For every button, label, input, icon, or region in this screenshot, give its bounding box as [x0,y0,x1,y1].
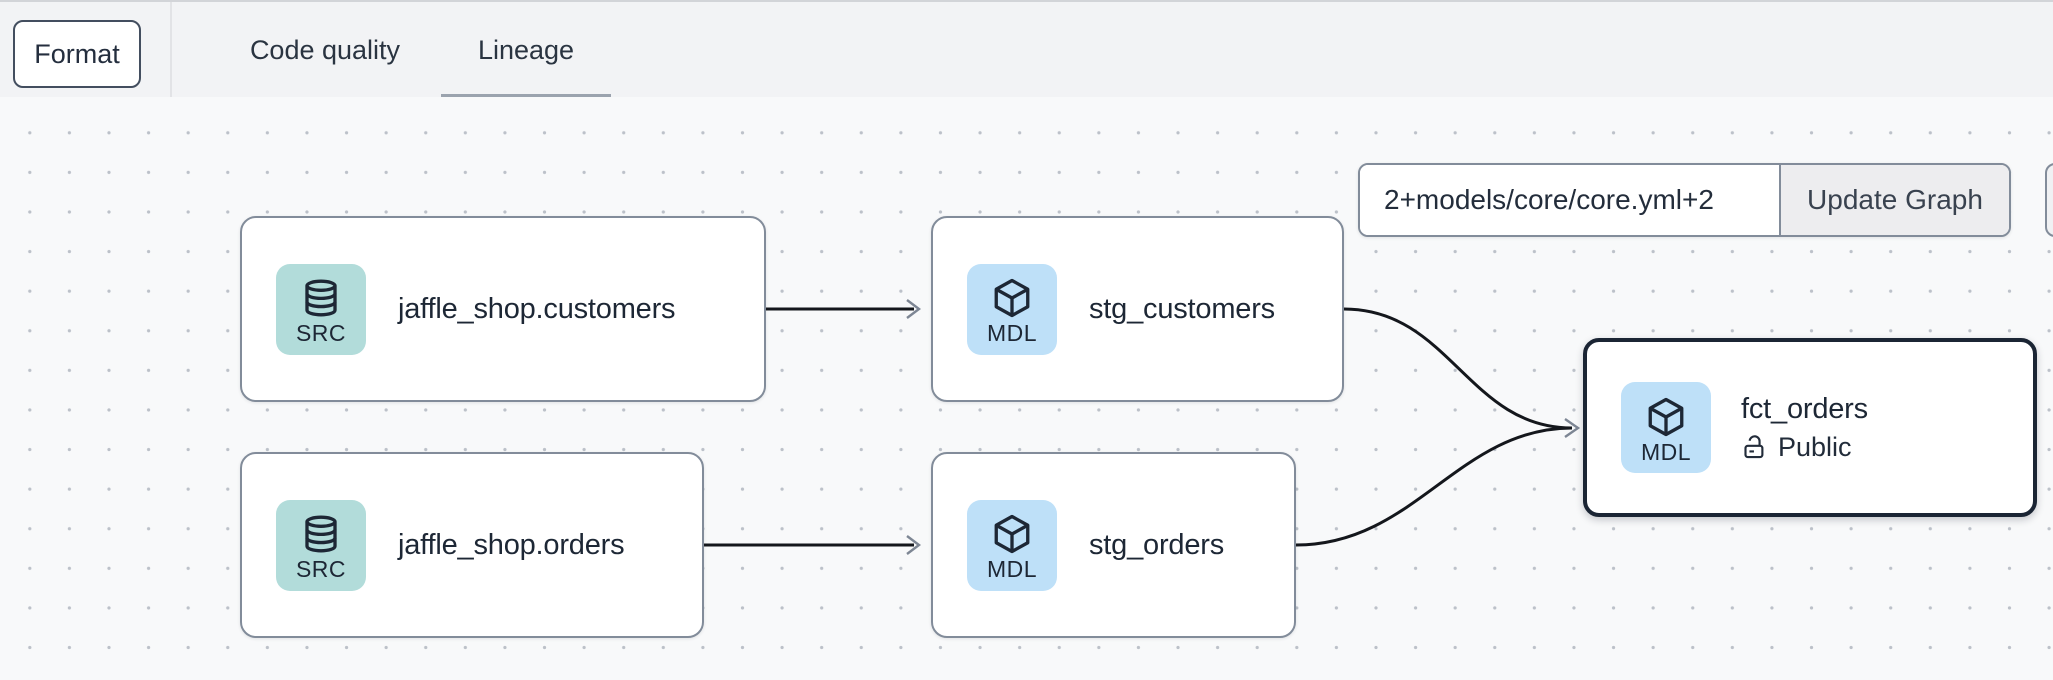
source-badge: SRC [276,499,366,591]
lineage-node-jaffle-shop-customers[interactable]: SRC jaffle_shop.customers [240,216,766,402]
access-row: Public [1741,432,1868,463]
toolbar-divider [170,2,172,99]
lineage-node-jaffle-shop-orders[interactable]: SRC jaffle_shop.orders [240,452,704,638]
node-selector-input[interactable] [1360,165,1779,235]
cube-icon [1648,397,1684,436]
unlock-icon [1744,434,1764,458]
model-badge: MDL [967,499,1057,591]
access-label: Public [1778,431,1852,462]
badge-label: MDL [986,556,1038,582]
node-title: fct_orders [1741,392,1868,425]
arrowhead-icon [906,535,921,555]
database-icon [305,279,337,317]
badge-label: SRC [295,320,347,346]
model-badge: MDL [967,263,1057,355]
lineage-node-stg-orders[interactable]: MDL stg_orders [931,452,1296,638]
source-badge: SRC [276,263,366,355]
lineage-node-fct-orders[interactable]: MDL fct_orders Public [1583,338,2037,517]
editor-toolbar: Format Code quality Lineage [0,0,2053,99]
node-title: stg_orders [1089,528,1225,561]
cube-icon [994,514,1030,554]
node-title: jaffle_shop.customers [398,292,676,325]
tab-code-quality[interactable]: Code quality [249,35,401,65]
cube-icon [994,278,1030,318]
tab-lineage[interactable]: Lineage [477,35,575,65]
edge-stgcustomers-to-fct [1343,307,1573,430]
graph-selector-group: Update Graph [1358,163,2011,237]
database-icon [305,515,337,553]
update-graph-button[interactable]: Update Graph [1779,165,2009,235]
node-title: jaffle_shop.orders [398,528,625,561]
lineage-node-stg-customers[interactable]: MDL stg_customers [931,216,1344,402]
clipped-right-control[interactable] [2045,163,2053,237]
node-title: stg_customers [1089,292,1275,325]
arrowhead-icon [906,299,921,319]
lineage-canvas[interactable]: SRC jaffle_shop.customers MDL stg_custom… [0,97,2053,680]
badge-label: SRC [295,556,347,582]
format-button[interactable]: Format [13,20,141,88]
badge-label: MDL [986,320,1038,346]
model-badge: MDL [1621,382,1711,473]
badge-label: MDL [1640,438,1692,465]
edge-stgorders-to-fct [1295,426,1573,547]
node-meta: fct_orders Public [1741,393,1868,463]
active-tab-underline [441,94,611,99]
arrowhead-icon [1564,418,1581,438]
